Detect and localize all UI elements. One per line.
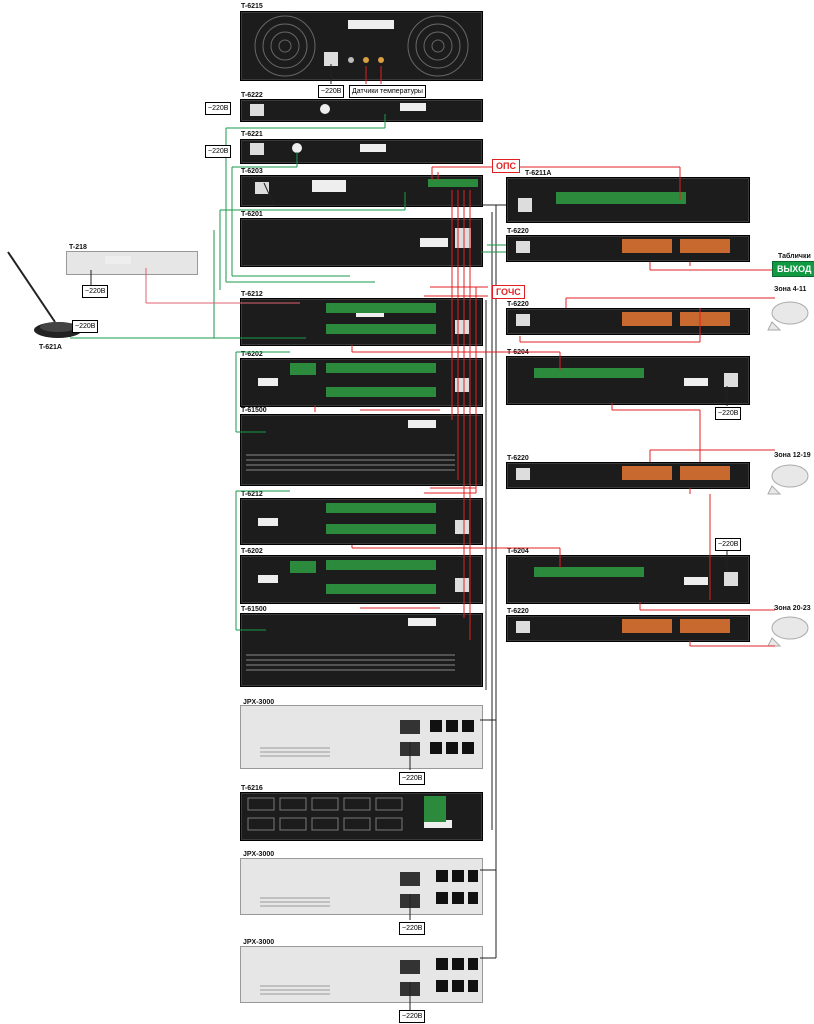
device-label-t6202b: T-6202 [241, 548, 263, 555]
device-label-t6216: T-6216 [241, 785, 263, 792]
device-label-jpx3: JPX-3000 [243, 939, 275, 946]
device-label-t6220b: T-6220 [507, 301, 529, 308]
ops-tag: ОПС [492, 159, 520, 173]
zone-label: Зона 20-23 [774, 605, 811, 612]
device-t6204a [506, 356, 750, 405]
power-label: ~220В [205, 102, 232, 115]
device-label-t61500b: T-61500 [241, 606, 267, 613]
device-jpx1 [240, 705, 483, 769]
power-label: ~220В [399, 1010, 426, 1023]
power-label: ~220В [205, 145, 232, 158]
zone-label: Зона 4-11 [774, 286, 807, 293]
device-label-t218: T-218 [69, 244, 87, 251]
device-t61500a [240, 414, 483, 486]
speaker-icon [767, 616, 809, 647]
exit-sign: ВЫХОД [772, 261, 814, 277]
power-label: ~220В [399, 922, 426, 935]
device-label-t6215: T-6215 [241, 3, 263, 10]
device-label-t6203: T-6203 [241, 168, 263, 175]
device-t6204b [506, 555, 750, 604]
device-label-t6211a: T-6211A [525, 170, 552, 177]
sensors-label: Датчики температуры [349, 85, 426, 98]
device-label-t6212b: T-6212 [241, 491, 263, 498]
power-label: ~220В [318, 85, 345, 98]
device-label-t6220d: T-6220 [507, 608, 529, 615]
microphone-icon [7, 251, 82, 338]
power-label: ~220В [399, 772, 426, 785]
device-label-t621a: T-621A [39, 344, 62, 351]
power-label: ~220В [715, 538, 742, 551]
device-label-t6201: T-6201 [241, 211, 263, 218]
device-label-jpx1: JPX-3000 [243, 699, 275, 706]
device-t6212b [240, 498, 483, 545]
device-t61500b [240, 613, 483, 687]
power-label: ~220В [82, 285, 109, 298]
zone-label: Зона 12-19 [774, 452, 811, 459]
speaker-icon [767, 301, 809, 331]
device-label-t6220c: T-6220 [507, 455, 529, 462]
power-socket-icon [324, 52, 338, 66]
fan-icon [254, 15, 469, 77]
speaker-icon [767, 464, 809, 495]
device-label-t6204b: T-6204 [507, 548, 529, 555]
device-label-t6221: T-6221 [241, 131, 263, 138]
power-label: ~220В [715, 407, 742, 420]
device-label-t6220a: T-6220 [507, 228, 529, 235]
gochs-tag: ГОЧС [492, 285, 525, 299]
device-label-t6212a: T-6212 [241, 291, 263, 298]
device-label-t6202a: T-6202 [241, 351, 263, 358]
device-label-t6222: T-6222 [241, 92, 263, 99]
device-t218 [66, 251, 198, 275]
device-label-t61500a: T-61500 [241, 407, 267, 414]
device-label-jpx2: JPX-3000 [243, 851, 275, 858]
power-label: ~220В [72, 320, 99, 333]
signs-label: Таблички [778, 253, 811, 260]
